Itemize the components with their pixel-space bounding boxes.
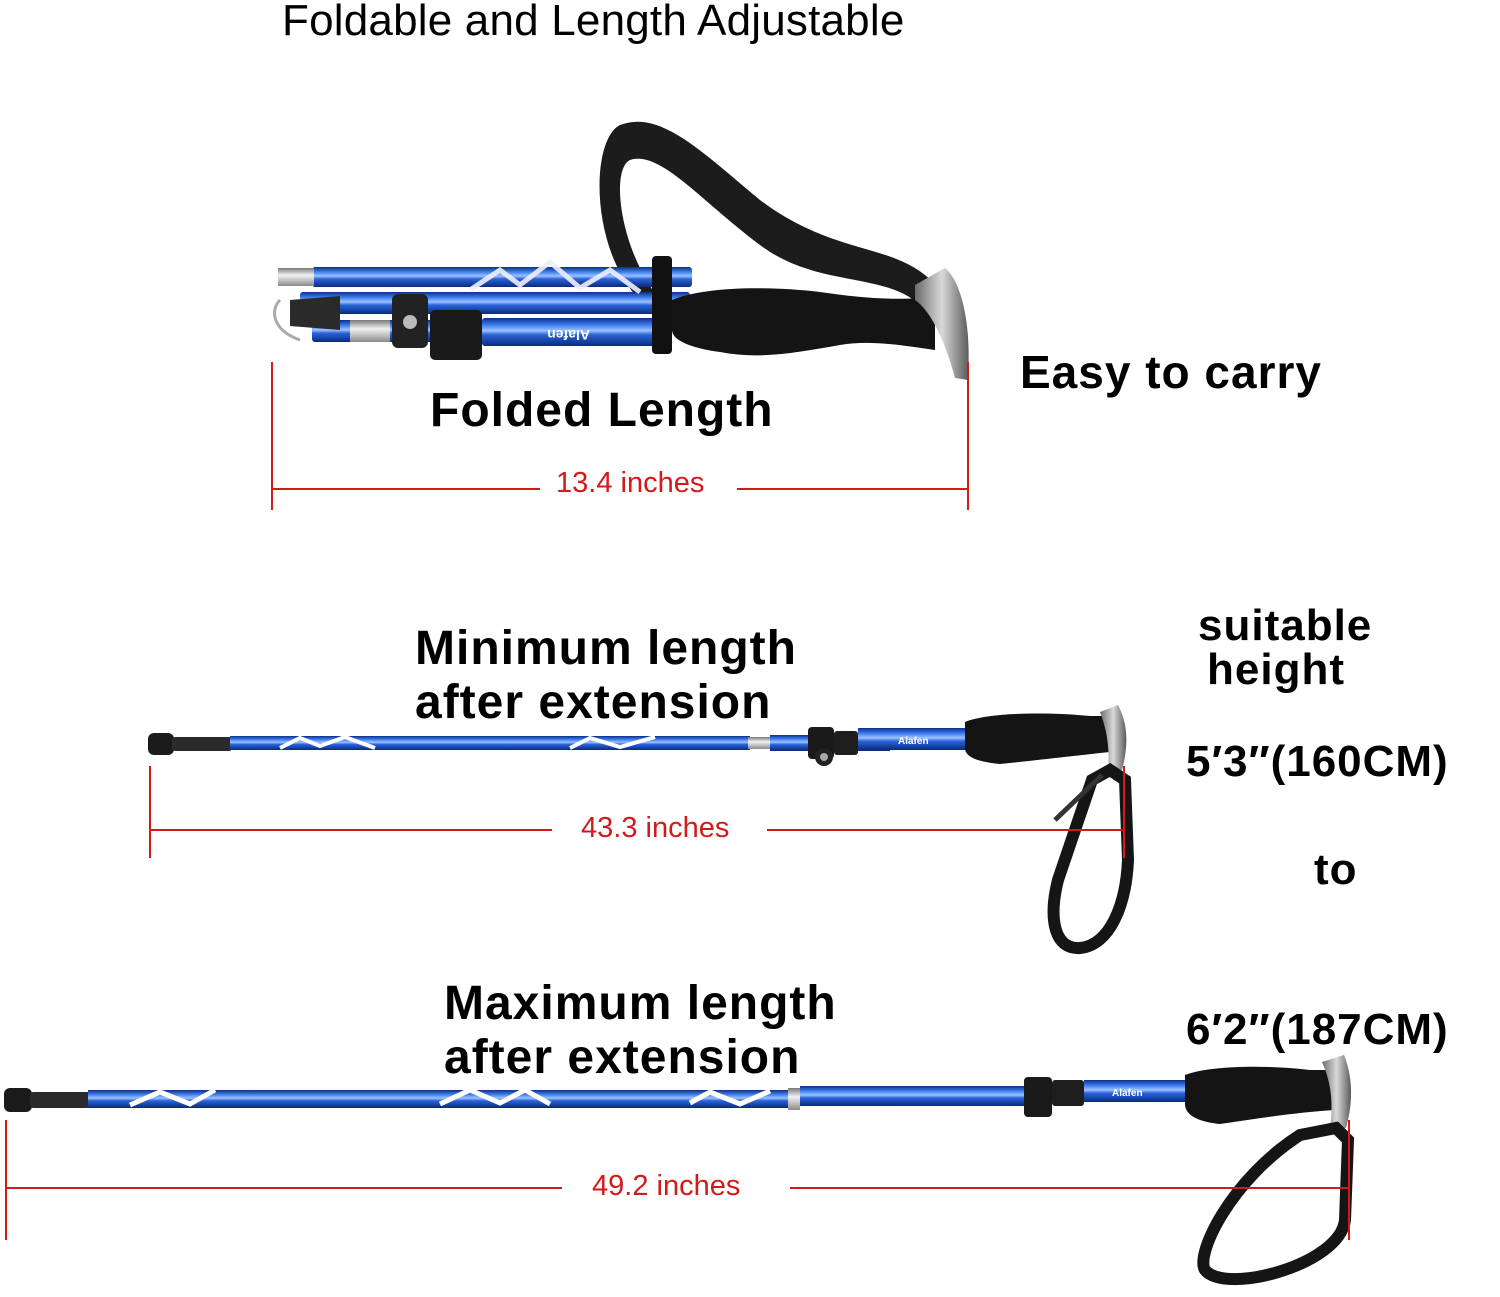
height-range-to: to (1314, 845, 1358, 894)
svg-text:Alafen: Alafen (547, 327, 590, 343)
suitable-height-label: suitable height (1198, 604, 1372, 692)
minimum-length-line1: Minimum length (415, 622, 797, 675)
folded-measure-right-tick (967, 362, 969, 510)
max-measure-value: 49.2 inches (592, 1170, 741, 1202)
height-min-value: 5′3″(160CM) (1186, 737, 1449, 786)
minimum-length-line2: after extension (415, 676, 772, 729)
max-pole-icon: Alafen (4, 1055, 1355, 1286)
easy-to-carry-label: Easy to carry (1020, 346, 1322, 398)
folded-pole-icon: Alafen (273, 121, 969, 380)
height-max-value: 6′2″(187CM) (1186, 1005, 1449, 1054)
min-measure-line-left (150, 829, 552, 831)
folded-measure-value: 13.4 inches (556, 467, 705, 499)
folded-measure-left-tick (271, 362, 273, 510)
min-measure-left-tick (149, 766, 151, 858)
suitable-height-line1: suitable (1198, 601, 1373, 650)
minimum-length-label: Minimum length after extension (415, 622, 797, 730)
page-title: Foldable and Length Adjustable (282, 0, 905, 45)
min-pole-icon: Alafen (148, 705, 1135, 954)
svg-text:Alafen: Alafen (1112, 1088, 1143, 1099)
maximum-length-line1: Maximum length (444, 977, 837, 1030)
folded-length-label: Folded Length (430, 384, 774, 437)
max-measure-right-tick (1348, 1120, 1350, 1240)
svg-text:Alafen: Alafen (898, 736, 929, 747)
max-measure-line-left (6, 1187, 562, 1189)
folded-measure-line-right (737, 488, 968, 490)
folded-measure-line-left (272, 488, 540, 490)
suitable-height-line2: height (1207, 645, 1345, 694)
min-measure-value: 43.3 inches (581, 812, 730, 844)
maximum-length-line2: after extension (444, 1031, 801, 1084)
max-measure-line-right (790, 1187, 1349, 1189)
min-measure-line-right (767, 829, 1124, 831)
min-measure-right-tick (1123, 766, 1125, 858)
maximum-length-label: Maximum length after extension (444, 977, 837, 1085)
max-measure-left-tick (5, 1120, 7, 1240)
